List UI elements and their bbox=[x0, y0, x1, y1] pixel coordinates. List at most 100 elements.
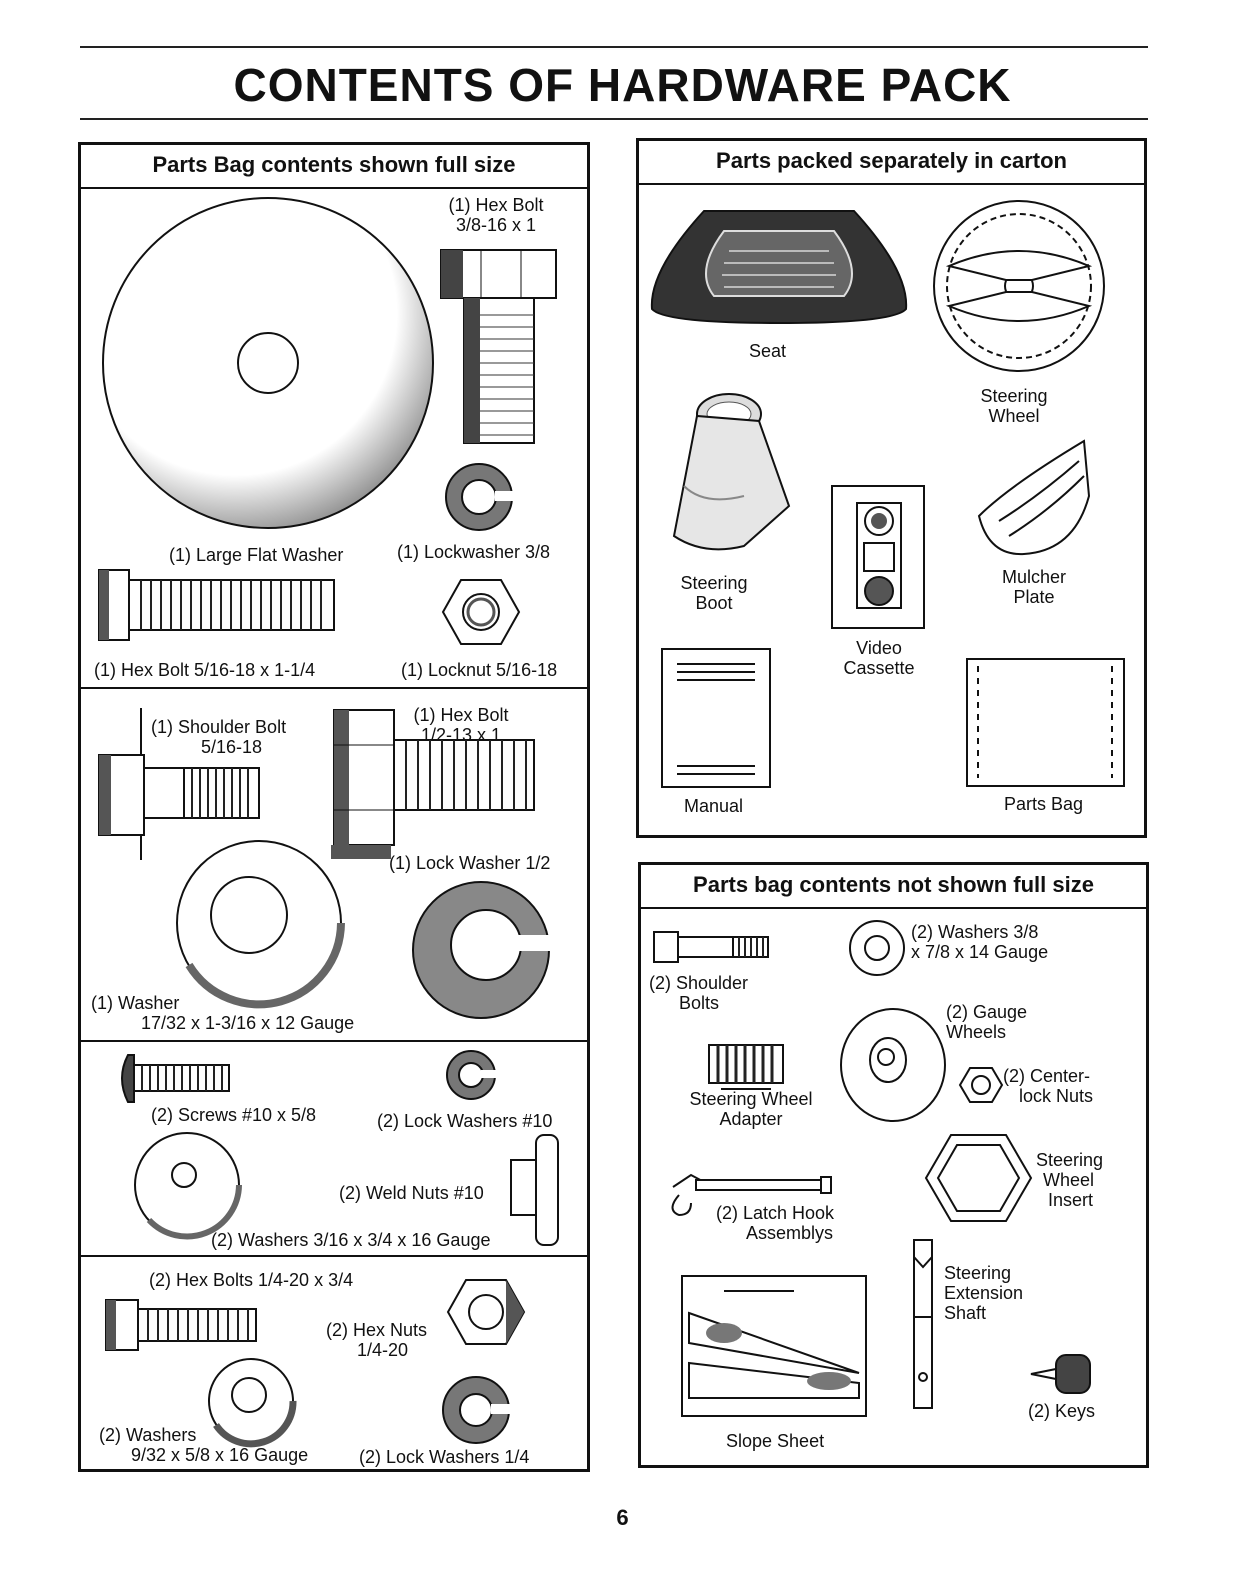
washer-qty: (1) Washer bbox=[91, 993, 180, 1013]
lock-washer-12-label: (1) Lock Washer 1/2 bbox=[389, 853, 551, 873]
washer-38-icon bbox=[849, 920, 905, 976]
steering-wheel-icon bbox=[933, 200, 1105, 372]
mulcher-plate-label-2: Plate bbox=[1013, 587, 1055, 607]
seat-icon bbox=[650, 210, 908, 325]
hex-bolt-14-icon bbox=[105, 1299, 257, 1351]
gauge-wheels-label-1: (2) Gauge bbox=[946, 1002, 1028, 1022]
page-number: 6 bbox=[616, 1505, 629, 1530]
manual-icon bbox=[661, 648, 771, 788]
page-title: CONTENTS OF HARDWARE PACK bbox=[233, 59, 1012, 111]
washers-932-qty: (2) Washers bbox=[99, 1425, 197, 1445]
slope-sheet-icon bbox=[681, 1275, 867, 1417]
washers-932-size: 9/32 x 5/8 x 16 Gauge bbox=[131, 1445, 309, 1465]
shaft-label-2: Extension bbox=[944, 1283, 1024, 1303]
large-flat-washer-label: (1) Large Flat Washer bbox=[169, 545, 344, 565]
key-icon bbox=[1030, 1354, 1091, 1394]
steering-extension-shaft-icon bbox=[913, 1239, 933, 1409]
insert-label-1: Steering bbox=[1036, 1150, 1104, 1170]
insert-label-3: Insert bbox=[1048, 1190, 1094, 1210]
latch-hook-icon bbox=[671, 1173, 832, 1217]
gauge-wheel-icon bbox=[840, 1008, 946, 1122]
hex-bolt-12-qty: (1) Hex Bolt bbox=[413, 705, 509, 725]
video-cassette-label-2: Cassette bbox=[843, 658, 915, 678]
steering-wheel-insert-icon bbox=[924, 1134, 1033, 1222]
washer-size: 17/32 x 1-3/16 x 12 Gauge bbox=[141, 1013, 355, 1033]
hex-nut-icon bbox=[446, 1279, 526, 1345]
lock-washer-14-icon bbox=[442, 1376, 511, 1444]
parts-bag-not-full-size-panel: Parts bag contents not shown full size (… bbox=[638, 862, 1149, 1468]
section-divider bbox=[81, 1255, 587, 1257]
locknut-icon bbox=[441, 579, 521, 645]
section-divider bbox=[81, 1040, 587, 1042]
parts-bag-icon bbox=[966, 658, 1125, 787]
center-nuts-label-2: lock Nuts bbox=[1019, 1086, 1094, 1106]
steering-wheel-label-1: Steering bbox=[980, 386, 1048, 406]
large-flat-washer-icon bbox=[102, 197, 434, 529]
keys-label: (2) Keys bbox=[1028, 1401, 1096, 1421]
panel-heading: Parts packed separately in carton bbox=[639, 141, 1144, 185]
shoulder-bolt-small-icon bbox=[653, 931, 769, 963]
top-rule bbox=[80, 46, 1148, 48]
locknut-label: (1) Locknut 5/16-18 bbox=[401, 660, 558, 680]
shoulder-bolts-label-2: Bolts bbox=[679, 993, 720, 1013]
hex-bolt-516-icon bbox=[98, 569, 335, 641]
manual-label: Manual bbox=[684, 796, 744, 816]
title-underline bbox=[80, 118, 1148, 120]
steering-boot-label-2: Boot bbox=[695, 593, 733, 613]
screw-icon bbox=[121, 1054, 230, 1103]
lock-washer-12-icon bbox=[412, 881, 554, 1019]
insert-label-2: Wheel bbox=[1043, 1170, 1095, 1190]
mulcher-plate-label-1: Mulcher bbox=[1001, 567, 1067, 587]
weld-nuts-label: (2) Weld Nuts #10 bbox=[339, 1183, 484, 1203]
latch-label-2: Assemblys bbox=[746, 1223, 834, 1243]
hex-bolt-38-size: 3/8-16 x 1 bbox=[455, 215, 537, 235]
lock-washer-10-icon bbox=[446, 1050, 497, 1100]
hex-nuts-qty: (2) Hex Nuts bbox=[326, 1320, 428, 1340]
slope-sheet-label: Slope Sheet bbox=[726, 1431, 825, 1451]
hex-bolts-14-label: (2) Hex Bolts 1/4-20 x 3/4 bbox=[149, 1270, 354, 1290]
hex-bolt-12-icon bbox=[331, 709, 535, 859]
steering-wheel-adapter-icon bbox=[708, 1044, 784, 1090]
steering-boot-label-1: Steering bbox=[680, 573, 748, 593]
hex-nuts-size: 1/4-20 bbox=[357, 1340, 409, 1360]
hex-bolt-516-label: (1) Hex Bolt 5/16-18 x 1-1/4 bbox=[94, 660, 316, 680]
gauge-wheels-label-2: Wheels bbox=[946, 1022, 1007, 1042]
lock-washers-10-label: (2) Lock Washers #10 bbox=[377, 1111, 553, 1131]
weld-nut-icon bbox=[510, 1134, 559, 1246]
section-divider bbox=[81, 687, 587, 689]
lock-washers-14-label: (2) Lock Washers 1/4 bbox=[359, 1447, 530, 1467]
washers-316-label: (2) Washers 3/16 x 3/4 x 16 Gauge bbox=[211, 1230, 491, 1250]
screws-label: (2) Screws #10 x 5/8 bbox=[151, 1105, 317, 1125]
shoulder-bolts-label-1: (2) Shoulder bbox=[649, 973, 749, 993]
shoulder-bolt-size: 5/16-18 bbox=[201, 737, 263, 757]
washers-38-label-1: (2) Washers 3/8 bbox=[911, 922, 1039, 942]
video-cassette-label-1: Video bbox=[856, 638, 902, 658]
video-cassette-icon bbox=[831, 485, 925, 629]
shoulder-bolt-icon bbox=[98, 708, 260, 860]
center-nuts-label-1: (2) Center- bbox=[1003, 1066, 1091, 1086]
steering-wheel-label-2: Wheel bbox=[988, 406, 1040, 426]
latch-label-1: (2) Latch Hook bbox=[716, 1203, 835, 1223]
mulcher-plate-icon bbox=[977, 439, 1091, 556]
adapter-label-1: Steering Wheel bbox=[689, 1089, 813, 1109]
lockwasher-icon bbox=[445, 463, 515, 531]
washer-icon bbox=[176, 840, 345, 1009]
shaft-label-1: Steering bbox=[944, 1263, 1012, 1283]
panel-heading: Parts bag contents not shown full size bbox=[641, 865, 1146, 909]
washer-316-icon bbox=[134, 1132, 242, 1240]
lockwasher-label: (1) Lockwasher 3/8 bbox=[397, 542, 551, 562]
washers-38-label-2: x 7/8 x 14 Gauge bbox=[911, 942, 1049, 962]
shaft-label-3: Shaft bbox=[944, 1303, 987, 1323]
shoulder-bolt-qty: (1) Shoulder Bolt bbox=[151, 717, 287, 737]
parts-bag-full-size-panel: Parts Bag contents shown full size (1) H… bbox=[78, 142, 590, 1472]
hex-bolt-38-qty: (1) Hex Bolt bbox=[448, 195, 544, 215]
parts-bag-label: Parts Bag bbox=[1004, 794, 1084, 814]
hex-bolt-icon bbox=[440, 249, 557, 444]
seat-label: Seat bbox=[749, 341, 787, 361]
adapter-label-2: Adapter bbox=[719, 1109, 783, 1129]
carton-parts-panel: Parts packed separately in carton Seat S… bbox=[636, 138, 1147, 838]
steering-boot-icon bbox=[672, 393, 791, 551]
panel-heading: Parts Bag contents shown full size bbox=[81, 145, 587, 189]
center-lock-nut-icon bbox=[958, 1067, 1004, 1103]
washer-932-icon bbox=[208, 1358, 297, 1448]
